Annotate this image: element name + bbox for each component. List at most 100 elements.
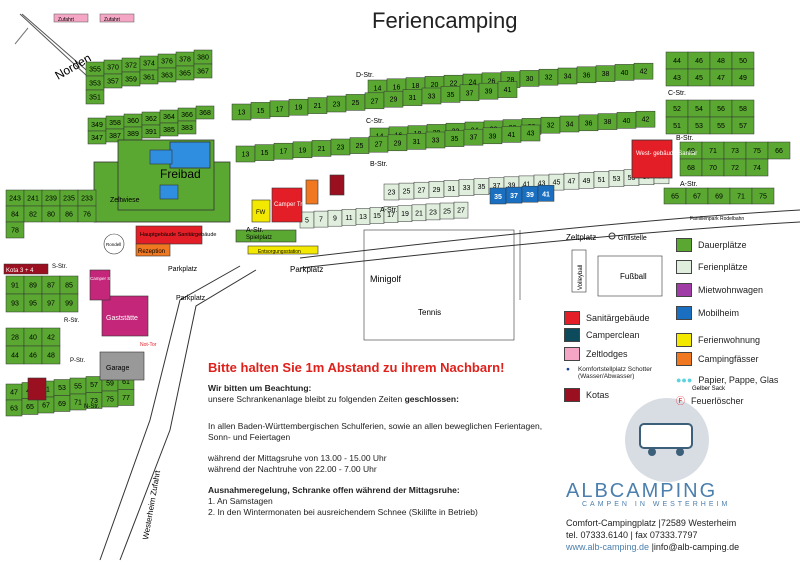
contact-address: Comfort-Campingplatz |72589 Westerheim bbox=[566, 518, 737, 528]
pitch-number: 43 bbox=[538, 181, 546, 188]
pitch-number: 347 bbox=[91, 135, 103, 142]
pitch-number: 364 bbox=[163, 114, 175, 121]
pitch-number: 28 bbox=[11, 335, 19, 342]
pitch-number: 39 bbox=[508, 182, 516, 189]
pitch-number: 36 bbox=[583, 72, 591, 79]
svg-text:Entsorgungsstation: Entsorgungsstation bbox=[258, 249, 301, 255]
pitch-number: 367 bbox=[197, 69, 209, 76]
pitch-number: 15 bbox=[261, 150, 269, 157]
logo-name: ALBCAMPING bbox=[566, 480, 718, 502]
svg-text:C-Str.: C-Str. bbox=[668, 90, 686, 97]
svg-text:Zeltplatz: Zeltplatz bbox=[566, 233, 596, 242]
pitch-number: 19 bbox=[401, 211, 409, 218]
pitch-number: 20 bbox=[431, 82, 439, 89]
pitch-number: 43 bbox=[673, 75, 681, 82]
pitch-number: 22 bbox=[450, 81, 458, 88]
svg-text:A-Str.: A-Str. bbox=[380, 207, 398, 214]
logo-sub: CAMPEN IN WESTERHEIM bbox=[582, 501, 731, 508]
pitch-number: 66 bbox=[775, 148, 783, 155]
svg-text:Gaststätte: Gaststätte bbox=[106, 315, 138, 322]
svg-text:A-Str.: A-Str. bbox=[246, 227, 264, 234]
pitch-number: 31 bbox=[413, 139, 421, 146]
pitch-number: 53 bbox=[58, 385, 66, 392]
pitch-number: 69 bbox=[58, 401, 66, 408]
pitch-number: 32 bbox=[547, 123, 555, 130]
website-link[interactable]: www.alb-camping.de bbox=[566, 542, 650, 552]
volleyball-court bbox=[571, 249, 587, 293]
pitch-number: 21 bbox=[314, 103, 322, 110]
pitch-number: 63 bbox=[10, 406, 18, 413]
minigolf-area bbox=[363, 229, 515, 341]
camper-treff bbox=[271, 187, 303, 223]
pitch bbox=[195, 105, 215, 120]
contact-phone: tel. 07333.6140 | fax 07333.7797 bbox=[566, 530, 698, 540]
pitch-number: 27 bbox=[375, 142, 383, 149]
pitch-number: 65 bbox=[671, 194, 679, 201]
pitch-number: 95 bbox=[29, 301, 37, 308]
pitch-number: 89 bbox=[29, 283, 37, 290]
pitch-number: 42 bbox=[47, 335, 55, 342]
pitch-number: 391 bbox=[145, 129, 157, 136]
pitch-number: 74 bbox=[753, 165, 761, 172]
pitch-number: 38 bbox=[604, 119, 612, 126]
pitch-number: 36 bbox=[585, 120, 593, 127]
pitch-number: 43 bbox=[527, 131, 535, 138]
pitch-number: 365 bbox=[179, 71, 191, 78]
svg-text:Not-Tor: Not-Tor bbox=[140, 342, 157, 348]
small-pool bbox=[159, 184, 179, 200]
pitch-number: 366 bbox=[181, 112, 193, 119]
pitch-number: 16 bbox=[393, 84, 401, 91]
pitch-number: 55 bbox=[717, 123, 725, 130]
pitch-number: 58 bbox=[739, 106, 747, 113]
svg-text:Minigolf: Minigolf bbox=[370, 274, 402, 284]
pitch-number: 40 bbox=[623, 118, 631, 125]
pitch-number: 5 bbox=[305, 218, 309, 225]
contact-line3: www.alb-camping.de |info@alb-camping.de bbox=[566, 542, 740, 552]
mobilheim-number: 37 bbox=[510, 193, 518, 200]
pitch-number: 23 bbox=[333, 102, 341, 109]
pitch-number: 37 bbox=[470, 135, 478, 142]
pitch bbox=[59, 293, 79, 313]
pitch-number: 47 bbox=[717, 75, 725, 82]
pitch-number: 31 bbox=[409, 95, 417, 102]
pitch-number: 57 bbox=[90, 382, 98, 389]
rondell bbox=[103, 233, 125, 255]
gaststaette bbox=[101, 295, 149, 337]
left-block-low: 47495153555759616365676971737577 bbox=[5, 373, 135, 417]
svg-text:A-Str.: A-Str. bbox=[680, 181, 698, 188]
pitch-number: 25 bbox=[443, 209, 451, 216]
pitch-number: 42 bbox=[640, 69, 648, 76]
pitch-number: 30 bbox=[526, 76, 534, 83]
pitch-number: 54 bbox=[695, 106, 703, 113]
pitch-number: 15 bbox=[373, 213, 381, 220]
svg-text:B-Str.: B-Str. bbox=[676, 135, 694, 142]
svg-text:Spielplatz: Spielplatz bbox=[246, 235, 272, 241]
legend-gelber-sack: Gelber Sack bbox=[692, 386, 726, 392]
pitch-number: 29 bbox=[390, 97, 398, 104]
pitch-number: 35 bbox=[447, 92, 455, 99]
pitch-number: 85 bbox=[65, 283, 73, 290]
pitch-number: 52 bbox=[673, 106, 681, 113]
pitch-number: 383 bbox=[181, 125, 193, 132]
legend-fw: Ferienwohnung bbox=[676, 333, 760, 347]
pitch-number: 358 bbox=[109, 120, 121, 127]
kota-sign bbox=[3, 263, 49, 275]
legend-kotas: Kotas bbox=[564, 388, 609, 402]
svg-text:Rondell: Rondell bbox=[106, 242, 121, 247]
svg-text:D-Str.: D-Str. bbox=[356, 72, 374, 79]
pitch-number: 18 bbox=[412, 83, 420, 90]
pitch-number: 25 bbox=[403, 189, 411, 196]
pitch-number: 51 bbox=[598, 177, 606, 184]
pitch-number: 84 bbox=[11, 212, 19, 219]
pitch-number: 13 bbox=[242, 152, 250, 159]
pitch-number: 75 bbox=[759, 194, 767, 201]
svg-text:P-Str.: P-Str. bbox=[70, 358, 85, 364]
west-sanitaer-building bbox=[631, 139, 673, 179]
pitch-number: 7 bbox=[319, 217, 323, 224]
pitch-number: 46 bbox=[695, 58, 703, 65]
